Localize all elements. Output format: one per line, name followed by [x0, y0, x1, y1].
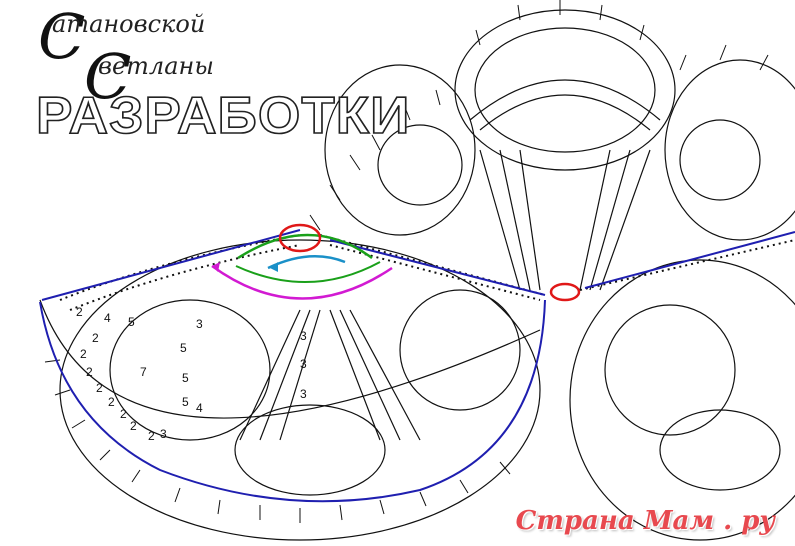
logo-firstname: ветланы [98, 52, 214, 80]
row-number-label: 3 [196, 317, 203, 331]
cyan-arrow-head [270, 262, 278, 272]
magenta-arc [211, 264, 393, 300]
magenta-arrow-head [212, 262, 220, 272]
row-number-label: 5 [180, 341, 187, 355]
row-number-label: 2 [120, 407, 127, 421]
motif-top-left [324, 64, 476, 236]
row-number-label: 5 [182, 371, 189, 385]
red-join-marker [549, 282, 581, 302]
row-number-label: 7 [140, 365, 147, 379]
row-number-label: 5 [128, 315, 135, 329]
row-number-label: 2 [92, 331, 99, 345]
motif-top-center [454, 9, 676, 291]
row-number-label: 3 [300, 329, 307, 343]
row-number-label: 2 [76, 305, 83, 319]
logo-surname: атановской [52, 10, 206, 38]
row-number-label: 5 [182, 395, 189, 409]
row-number-label: 2 [86, 365, 93, 379]
logo-title: РАЗРАБОТКИ [35, 86, 411, 146]
row-number-label: 3 [300, 357, 307, 371]
motif-top-right [664, 59, 795, 241]
chain-stitch-rows [59, 234, 795, 311]
red-start-marker [278, 223, 322, 253]
cyan-arc [267, 254, 346, 270]
blue-outline [39, 229, 795, 503]
row-number-label: 2 [80, 347, 87, 361]
row-number-label: 2 [148, 429, 155, 443]
green-arc-lower [235, 261, 381, 284]
row-number-label: 3 [160, 427, 167, 441]
row-number-label: 4 [196, 401, 203, 415]
logo-initial-2: С [84, 40, 132, 113]
row-number-label: 2 [108, 395, 115, 409]
motif-lower-left [39, 239, 541, 541]
edge-stitches [44, 0, 769, 523]
row-number-label: 2 [130, 419, 137, 433]
row-number-label: 3 [300, 387, 307, 401]
row-number-label: 2 [96, 381, 103, 395]
row-number-label: 4 [104, 311, 111, 325]
motif-lower-right [569, 259, 795, 541]
watermark: Страна Мам . ру [515, 506, 775, 536]
logo-initial-1: С [38, 0, 86, 73]
green-arc [237, 233, 373, 260]
